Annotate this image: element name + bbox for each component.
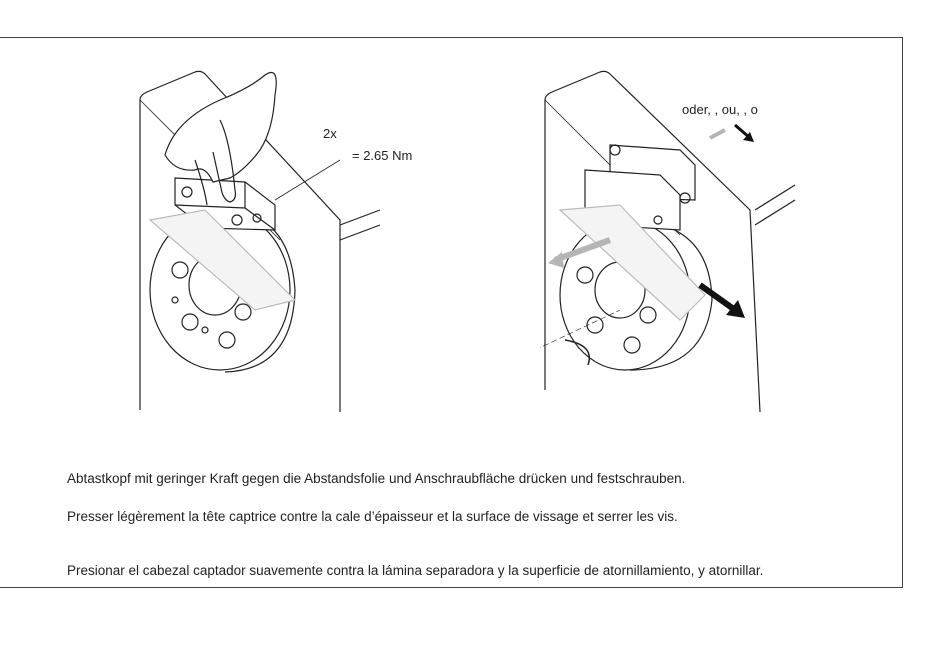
mounting-figure-right: oder, , ou, , o xyxy=(534,60,810,420)
bolt-count-label: 2x xyxy=(323,126,337,141)
caption-spanish: Presionar el cabezal captador suavemente… xyxy=(67,563,764,578)
caption-french: Presser légèrement la tête captrice cont… xyxy=(67,509,678,524)
right-illustration xyxy=(534,70,796,413)
torque-label: = 2.65 Nm xyxy=(352,148,413,163)
page-frame xyxy=(0,37,903,588)
caption-german: Abtastkopf mit geringer Kraft gegen die … xyxy=(67,471,686,486)
left-illustration xyxy=(139,70,381,412)
direction-label: oder, , ou, , o xyxy=(682,102,758,117)
mounting-figure-left: 2x = 2.65 Nm xyxy=(135,60,445,420)
